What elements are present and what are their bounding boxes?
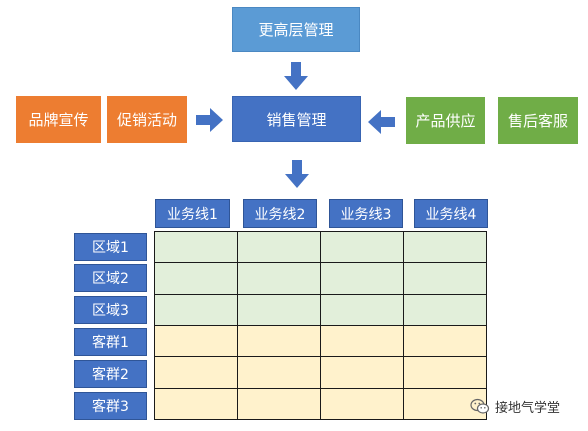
watermark-text: 接地气学堂 bbox=[495, 400, 561, 416]
wechat-icon bbox=[470, 398, 490, 414]
arrow-down-icon bbox=[284, 62, 308, 90]
grid-cell bbox=[154, 293, 238, 326]
grid-row-segment-2 bbox=[154, 356, 487, 389]
grid-cell bbox=[237, 324, 321, 358]
row-header-segment-1: 客群1 bbox=[74, 328, 147, 356]
grid-cell bbox=[154, 387, 238, 421]
grid-cell bbox=[320, 387, 404, 421]
grid-cell bbox=[403, 356, 487, 389]
upper-management-box: 更高层管理 bbox=[232, 7, 360, 52]
grid-cell bbox=[154, 324, 238, 358]
matrix-grid bbox=[154, 230, 487, 421]
column-header-business-line-2: 业务线2 bbox=[243, 199, 317, 228]
row-header-region-3: 区域3 bbox=[74, 296, 147, 324]
grid-cell bbox=[237, 230, 321, 264]
sales-promotion-label: 促销活动 bbox=[116, 111, 177, 129]
grid-cell bbox=[154, 356, 238, 389]
sales-management-box: 销售管理 bbox=[232, 96, 361, 142]
grid-cell bbox=[237, 293, 321, 326]
product-supply-label: 产品供应 bbox=[415, 112, 476, 130]
grid-row-segment-1 bbox=[154, 324, 487, 358]
grid-row-region-3 bbox=[154, 293, 487, 326]
grid-row-segment-3 bbox=[154, 387, 487, 421]
grid-row-region-2 bbox=[154, 262, 487, 295]
sales-management-label: 销售管理 bbox=[266, 110, 327, 129]
arrow-down-icon bbox=[285, 160, 309, 188]
grid-cell bbox=[320, 356, 404, 389]
grid-cell bbox=[237, 262, 321, 295]
grid-cell bbox=[237, 356, 321, 389]
grid-cell bbox=[320, 324, 404, 358]
after-sales-service-label: 售后客服 bbox=[507, 112, 568, 130]
grid-cell bbox=[403, 262, 487, 295]
arrow-right-icon bbox=[196, 108, 223, 132]
product-supply-box: 产品供应 bbox=[406, 97, 485, 144]
column-header-business-line-1: 业务线1 bbox=[155, 199, 230, 228]
grid-cell bbox=[403, 324, 487, 358]
brand-promotion-box: 品牌宣传 bbox=[16, 96, 101, 143]
grid-cell bbox=[403, 387, 487, 421]
grid-cell bbox=[320, 230, 404, 264]
grid-cell bbox=[403, 293, 487, 326]
grid-cell bbox=[237, 387, 321, 421]
grid-cell bbox=[320, 262, 404, 295]
after-sales-service-box: 售后客服 bbox=[498, 97, 578, 144]
grid-cell bbox=[403, 230, 487, 264]
arrow-left-icon bbox=[368, 110, 395, 134]
grid-cell bbox=[154, 230, 238, 264]
row-header-segment-3: 客群3 bbox=[74, 392, 147, 420]
sales-promotion-box: 促销活动 bbox=[107, 96, 187, 143]
watermark: 接地气学堂 bbox=[470, 396, 560, 416]
row-header-region-1: 区域1 bbox=[74, 233, 147, 261]
grid-row-region-1 bbox=[154, 230, 487, 264]
row-header-segment-2: 客群2 bbox=[74, 360, 147, 388]
column-header-business-line-3: 业务线3 bbox=[329, 199, 403, 228]
column-header-business-line-4: 业务线4 bbox=[414, 199, 488, 228]
grid-cell bbox=[154, 262, 238, 295]
row-header-region-2: 区域2 bbox=[74, 264, 147, 292]
upper-management-label: 更高层管理 bbox=[258, 21, 334, 39]
grid-cell bbox=[320, 293, 404, 326]
brand-promotion-label: 品牌宣传 bbox=[28, 111, 89, 129]
